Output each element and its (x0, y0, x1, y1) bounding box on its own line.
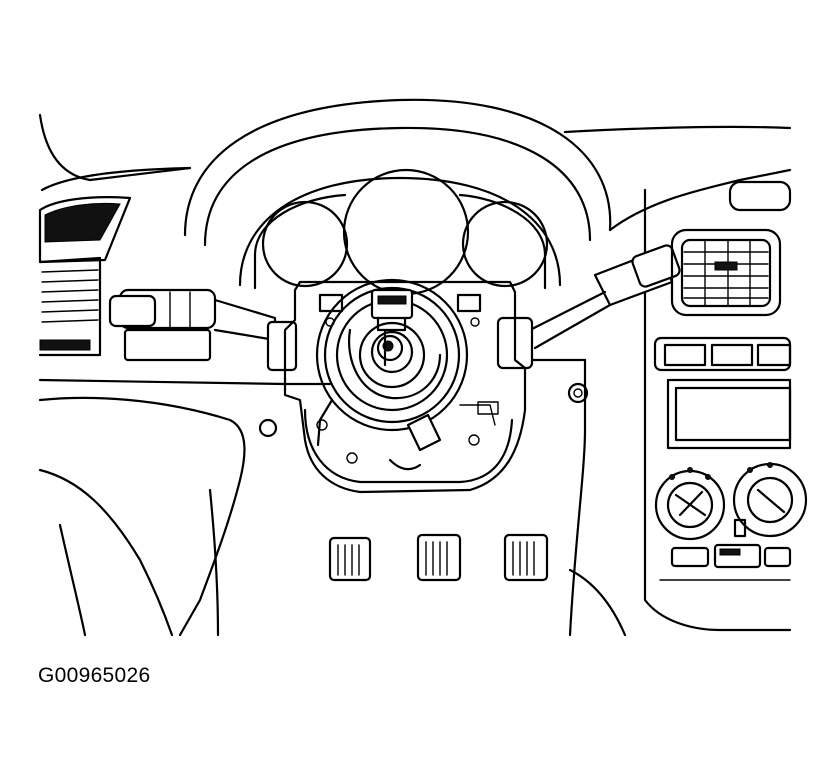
left-combination-switch-lever (108, 288, 298, 372)
instrument-cluster (183, 98, 612, 296)
pedals (328, 533, 549, 582)
right-combination-switch-lever (496, 244, 681, 370)
dashboard-panel (38, 113, 792, 637)
dashboard-line-drawing (38, 98, 808, 637)
panel-fasteners (258, 382, 589, 438)
right-air-vent (670, 180, 792, 317)
center-console (653, 336, 808, 581)
figure-id-label: G00965026 (38, 664, 151, 687)
clock-spring-spiral-cable (315, 278, 499, 471)
left-air-vent (38, 196, 132, 357)
